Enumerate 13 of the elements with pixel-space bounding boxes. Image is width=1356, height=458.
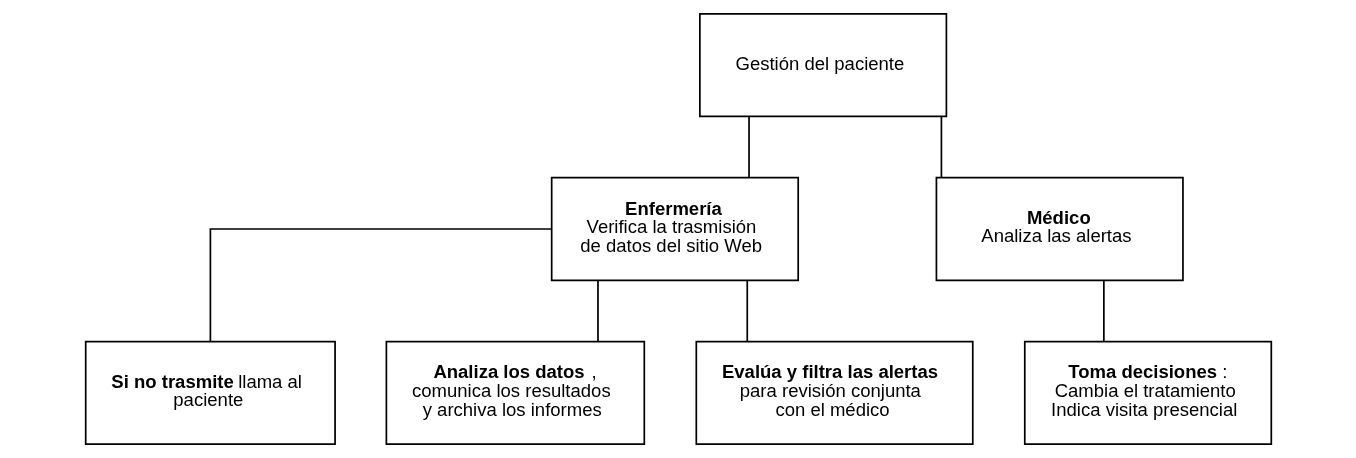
- node-box: Si no trasmite llama al paciente: [84, 340, 336, 446]
- node-box: Toma decisiones: Cambia el tratamiento Indica visita presencial: [1023, 340, 1272, 446]
- node-box: Enfermería Verifica la trasmisión de datos del sitio Web: [550, 176, 799, 282]
- connector: [209, 228, 552, 343]
- connector: [940, 115, 942, 179]
- connector: [747, 115, 750, 179]
- connector: [596, 279, 599, 342]
- node-box: Evalúa y filtra las alertas para revisión conjunta con el médico: [694, 340, 974, 446]
- connector: [745, 279, 748, 342]
- node-box: Analiza los datos, comunica los resultados y archiva los informes: [385, 340, 645, 446]
- connector: [1102, 279, 1105, 342]
- node-box: Gestión del paciente: [698, 12, 947, 118]
- node-box: Médico Analiza las alertas: [935, 176, 1184, 282]
